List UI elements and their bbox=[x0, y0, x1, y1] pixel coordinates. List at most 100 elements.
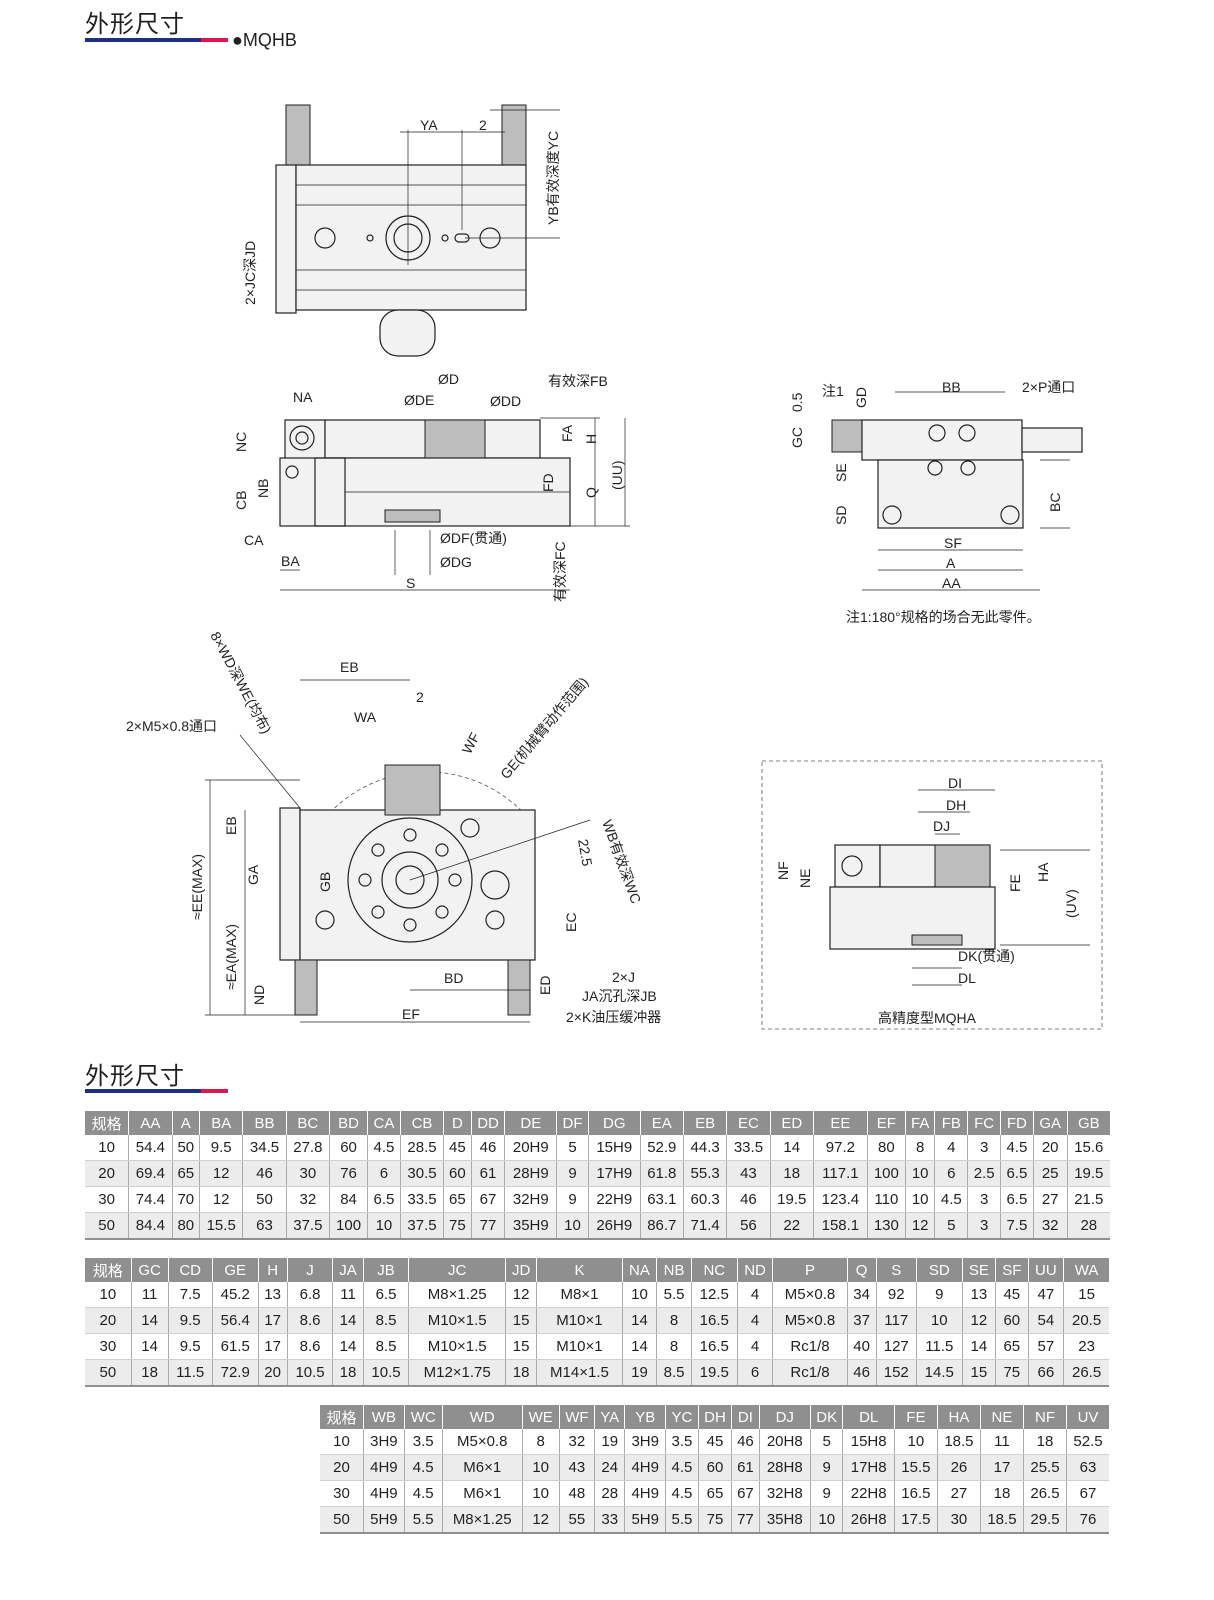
table-cell: M8×1 bbox=[536, 1282, 623, 1308]
table-cell: 6.5 bbox=[1000, 1160, 1034, 1187]
column-header: DJ bbox=[758, 1405, 811, 1429]
table-cell: 65 bbox=[171, 1160, 200, 1187]
table-cell: 75 bbox=[697, 1506, 732, 1534]
table-cell: 6 bbox=[736, 1359, 773, 1387]
column-header: SD bbox=[915, 1258, 963, 1282]
dim-dh: DH bbox=[946, 797, 966, 813]
table-cell: 61 bbox=[731, 1454, 760, 1481]
table-cell: 15.5 bbox=[893, 1454, 938, 1481]
table-cell: 46 bbox=[731, 1429, 760, 1455]
table-cell: 20H9 bbox=[504, 1135, 557, 1161]
column-header: YC bbox=[665, 1405, 699, 1429]
column-header: NE bbox=[979, 1405, 1024, 1429]
table-cell: 30 bbox=[320, 1480, 364, 1507]
table-cell: 100 bbox=[329, 1212, 368, 1240]
table-cell: 9.5 bbox=[167, 1307, 213, 1334]
table-cell: M5×0.8 bbox=[441, 1429, 523, 1455]
table-cell: 28H8 bbox=[758, 1454, 811, 1481]
column-header: DH bbox=[697, 1405, 732, 1429]
table-cell: 10 bbox=[320, 1429, 364, 1455]
table-cell: 5 bbox=[809, 1429, 843, 1455]
table-cell: 80 bbox=[866, 1135, 906, 1161]
table-cell: 10 bbox=[904, 1160, 935, 1187]
table-cell: 117.1 bbox=[812, 1160, 868, 1187]
dim-gd: GD bbox=[853, 387, 869, 408]
model-label: ●MQHB bbox=[232, 30, 297, 50]
column-header: EB bbox=[682, 1111, 727, 1135]
table-cell: 4 bbox=[736, 1333, 773, 1360]
table-cell: 37 bbox=[846, 1307, 877, 1334]
dim-nf: NF bbox=[775, 861, 791, 880]
table-cell: 50 bbox=[171, 1135, 200, 1161]
dim-nd: ND bbox=[251, 985, 267, 1005]
column-header: GC bbox=[130, 1258, 169, 1282]
table-cell: 4 bbox=[736, 1282, 773, 1308]
dim-ha: HA bbox=[1035, 862, 1051, 882]
column-header: HA bbox=[936, 1405, 981, 1429]
table-cell: 5 bbox=[556, 1135, 589, 1161]
table-cell: 14.5 bbox=[915, 1359, 963, 1387]
dim-se: SE bbox=[833, 463, 849, 482]
table-cell: 9 bbox=[809, 1454, 843, 1481]
table-cell: 14 bbox=[621, 1307, 657, 1334]
table-cell: 60 bbox=[697, 1454, 732, 1481]
table-cell: 13 bbox=[961, 1282, 996, 1308]
table-cell: 10 bbox=[367, 1212, 401, 1240]
column-header: FA bbox=[904, 1111, 935, 1135]
table-cell: 28 bbox=[1066, 1212, 1110, 1240]
table-cell: 15H8 bbox=[842, 1429, 895, 1455]
table-cell: 12 bbox=[504, 1282, 537, 1308]
table-cell: 158.1 bbox=[812, 1212, 868, 1240]
table-cell: 16.5 bbox=[690, 1307, 738, 1334]
column-header: GE bbox=[211, 1258, 259, 1282]
table-cell: 60 bbox=[329, 1135, 368, 1161]
dim-dd: ØDD bbox=[490, 393, 521, 409]
table-cell: 65 bbox=[697, 1480, 732, 1507]
table-cell: 10.5 bbox=[362, 1359, 409, 1387]
column-header: BD bbox=[329, 1111, 368, 1135]
table-cell: 74.4 bbox=[128, 1186, 173, 1213]
table-cell: 32 bbox=[285, 1186, 330, 1213]
column-header: FC bbox=[967, 1111, 1001, 1135]
column-header: JB bbox=[362, 1258, 409, 1282]
column-header: WF bbox=[558, 1405, 595, 1429]
mqha-view: DI DH DJ NF NE FE HA (UV) DK(贯通) DL 高精度型… bbox=[761, 760, 1103, 1030]
table-cell: 15 bbox=[504, 1333, 537, 1360]
dim-cb: CB bbox=[233, 491, 249, 510]
section-title: 外形尺寸 bbox=[85, 1063, 185, 1090]
table-cell: 10 bbox=[904, 1186, 935, 1213]
table-cell: 67 bbox=[1066, 1480, 1109, 1507]
dim-d: ØD bbox=[438, 371, 459, 387]
table-cell: 61 bbox=[470, 1160, 505, 1187]
table-cell: 11 bbox=[332, 1282, 364, 1308]
table-cell: 37.5 bbox=[399, 1212, 444, 1240]
dim-ya: YA bbox=[420, 117, 438, 133]
table-cell: 20 bbox=[1032, 1135, 1068, 1161]
dim-wa: WA bbox=[354, 709, 377, 725]
table-cell: 19 bbox=[621, 1359, 657, 1387]
table-cell: M8×1.25 bbox=[408, 1282, 506, 1308]
dim-fc: 有效深FC bbox=[552, 541, 568, 602]
table-cell: 75 bbox=[995, 1359, 1028, 1387]
column-header: WA bbox=[1063, 1258, 1109, 1282]
dim-ga: GA bbox=[245, 864, 261, 885]
table-cell: M6×1 bbox=[441, 1480, 523, 1507]
dim-bd: BD bbox=[444, 970, 463, 986]
dim-jc: 2×JC深JD bbox=[242, 241, 258, 305]
table-cell: 11.5 bbox=[167, 1359, 213, 1387]
column-header: BA bbox=[199, 1111, 243, 1135]
table-cell: 26.5 bbox=[1063, 1359, 1109, 1387]
table-cell: 2.5 bbox=[967, 1160, 1001, 1187]
table-cell: 8 bbox=[521, 1429, 560, 1455]
table-cell: 18.5 bbox=[936, 1429, 981, 1455]
table-cell: 26 bbox=[936, 1454, 981, 1481]
table-cell: 15.5 bbox=[199, 1212, 243, 1240]
table-cell: 17.5 bbox=[893, 1506, 938, 1534]
table-cell: 34 bbox=[846, 1282, 877, 1308]
table-cell: 110 bbox=[866, 1186, 906, 1213]
table-cell: M10×1 bbox=[536, 1307, 623, 1334]
